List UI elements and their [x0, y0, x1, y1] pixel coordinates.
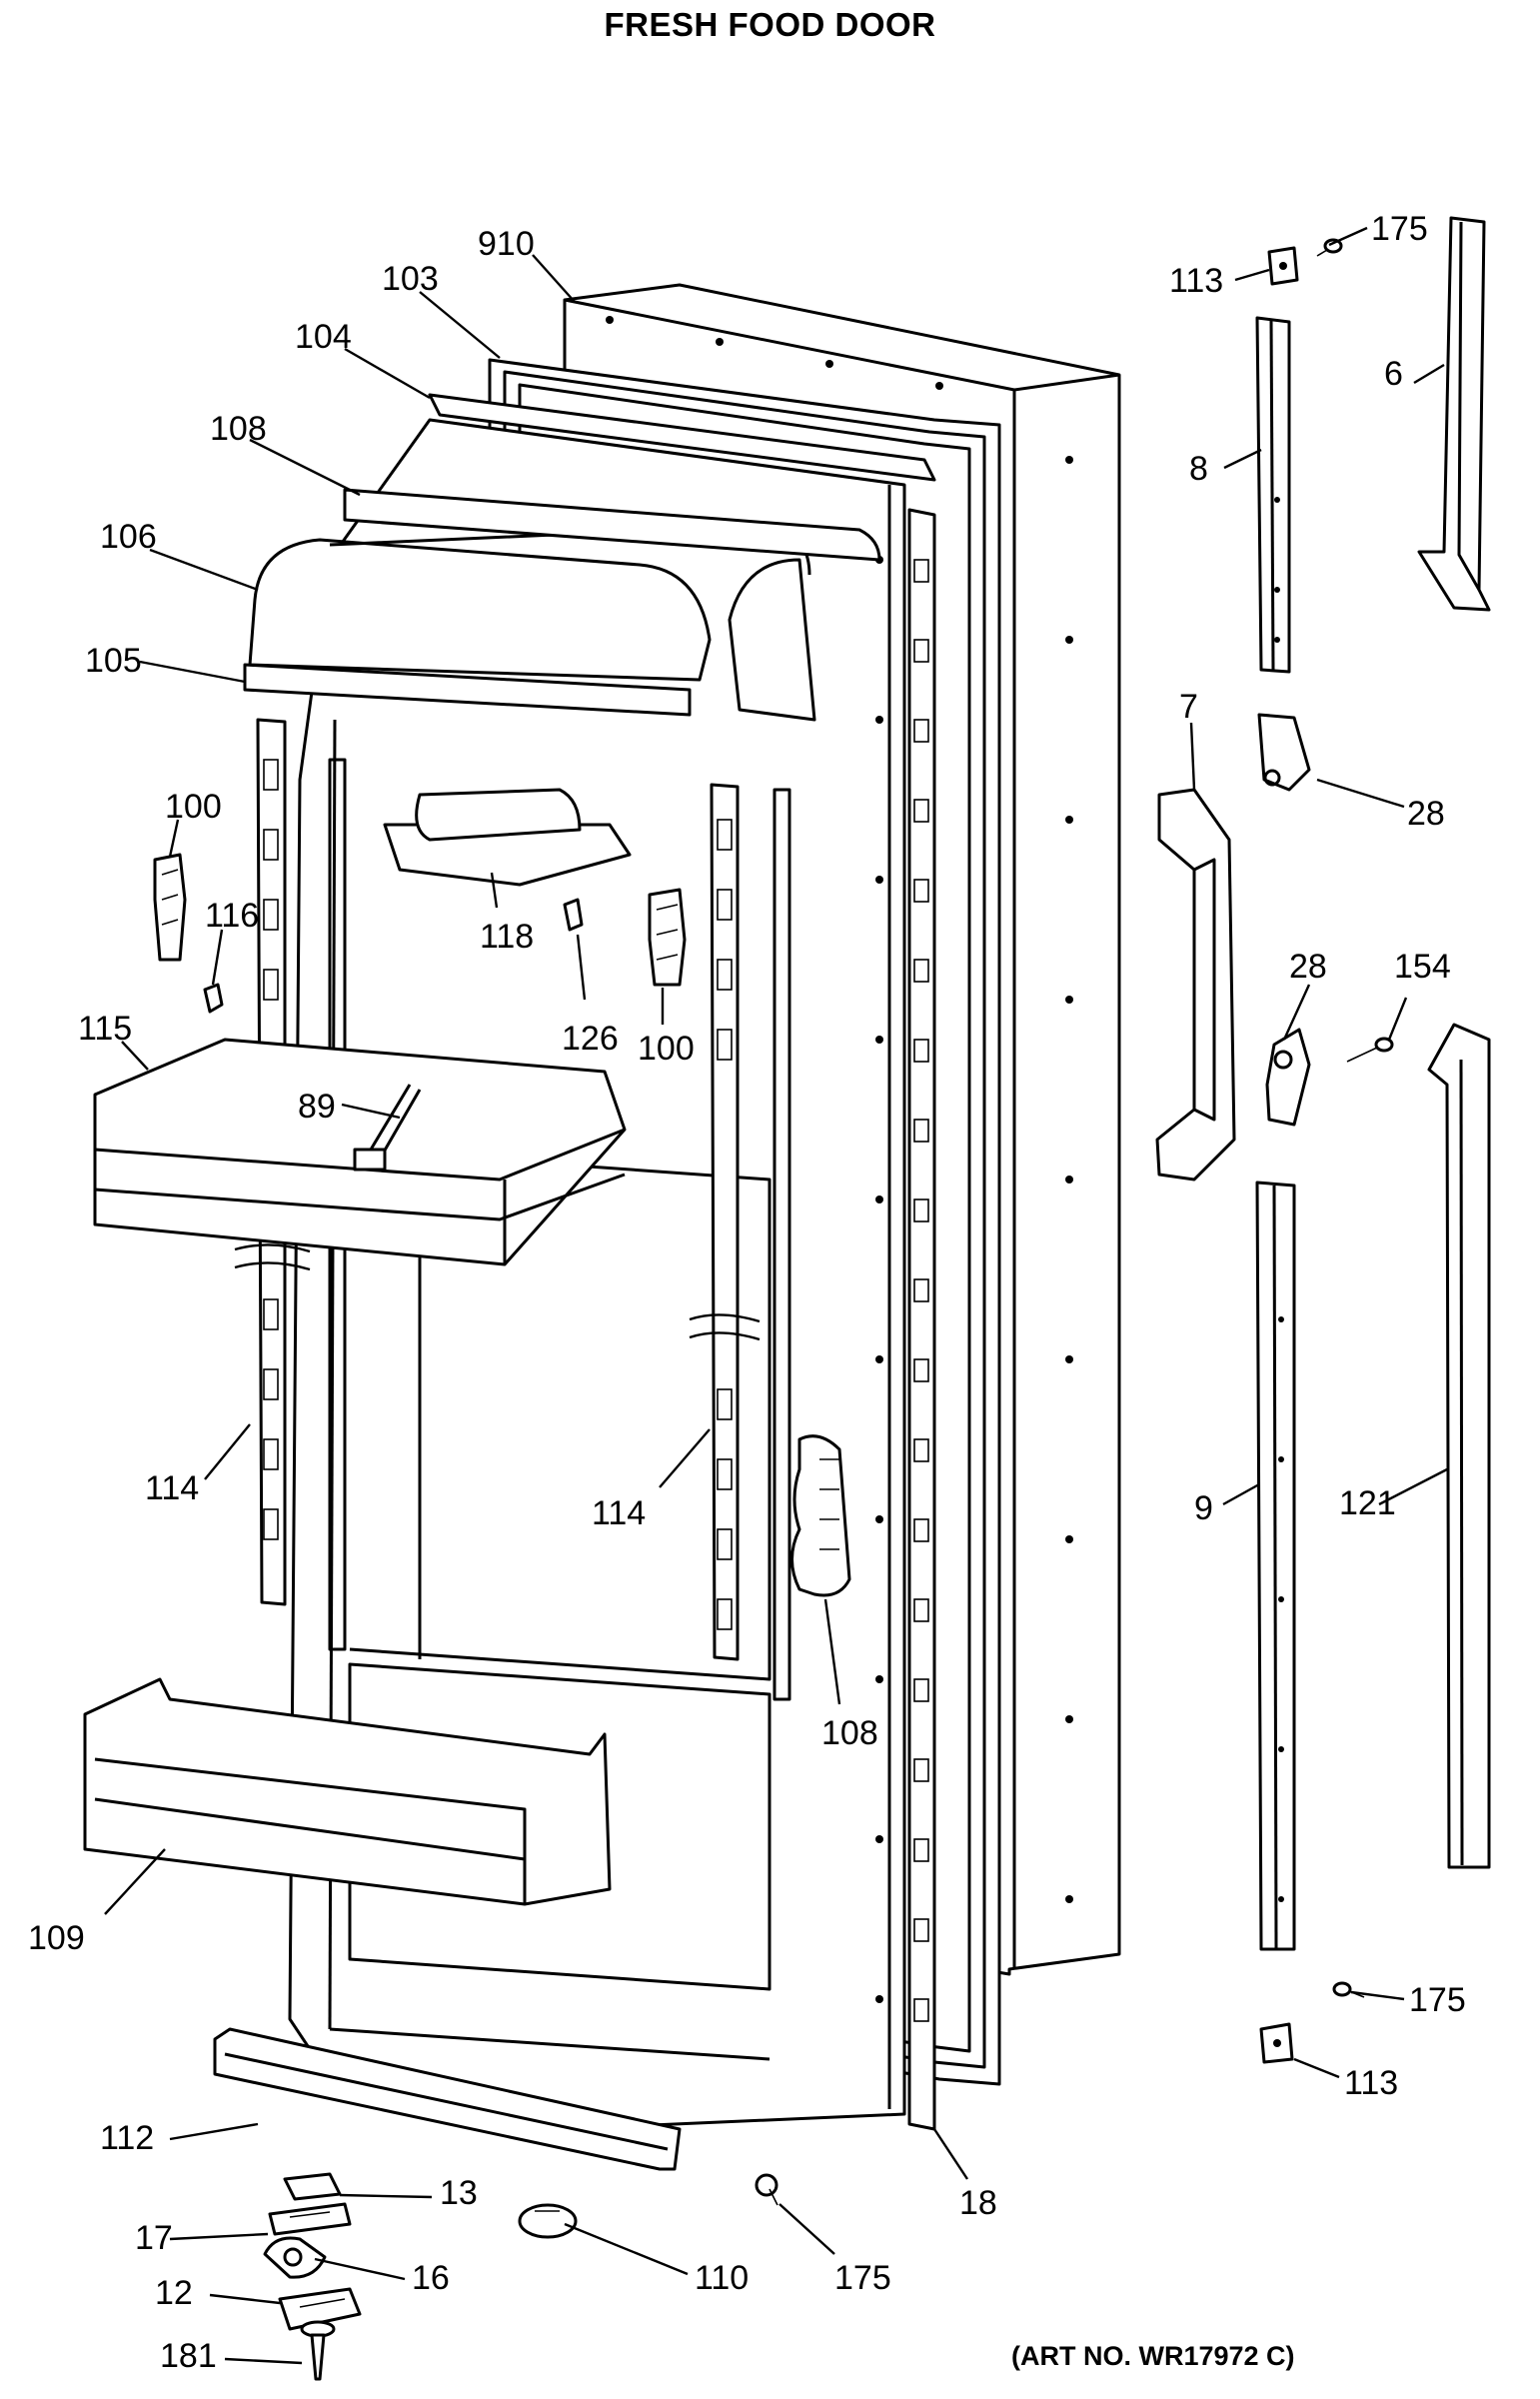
bottom-trim — [213, 2027, 682, 2171]
channel-9 — [1255, 1181, 1296, 1951]
hinge-12 — [278, 2287, 362, 2331]
callout-6: 6 — [1384, 355, 1403, 393]
callout-154: 154 — [1394, 948, 1451, 986]
door-shelf-bin — [93, 1038, 627, 1266]
callout-175-right: 175 — [1409, 1981, 1466, 2019]
callout-118: 118 — [480, 918, 534, 956]
callout-115: 115 — [78, 1010, 132, 1048]
callout-181: 181 — [160, 2337, 217, 2375]
callout-labels: 910 103 104 108 106 105 100 116 115 118 … — [28, 210, 1466, 2375]
callout-89: 89 — [298, 1088, 336, 1126]
callout-9: 9 — [1194, 1489, 1213, 1527]
door-stop-110 — [518, 2203, 578, 2239]
callout-113-bottom: 113 — [1344, 2064, 1398, 2102]
callout-109: 109 — [28, 1919, 85, 1957]
callout-104: 104 — [295, 318, 352, 356]
callout-28-upper: 28 — [1407, 795, 1445, 833]
callout-12: 12 — [155, 2274, 193, 2312]
handle-trim-6 — [1417, 216, 1491, 612]
hinge-28-lower — [1265, 1028, 1311, 1127]
handle-trim-121 — [1427, 1023, 1491, 1869]
callout-175-top: 175 — [1371, 210, 1428, 248]
callout-121: 121 — [1339, 1484, 1396, 1522]
callout-110: 110 — [695, 2259, 749, 2297]
shelf-support-clip-right — [648, 888, 687, 987]
art-number-caption: (ART NO. WR17972 C) — [1011, 2341, 1295, 2371]
callout-175-bottom: 175 — [834, 2259, 891, 2297]
channel-8 — [1255, 316, 1291, 674]
butter-compartment — [383, 788, 632, 887]
callout-126: 126 — [562, 1020, 619, 1058]
callout-108-side: 108 — [821, 1714, 878, 1752]
screw-175-top — [1316, 238, 1343, 257]
callout-106: 106 — [100, 518, 157, 556]
callout-13: 13 — [440, 2174, 478, 2212]
hinge-bracket-113-top — [1267, 246, 1299, 286]
callout-114-left: 114 — [145, 1469, 199, 1507]
callout-112: 112 — [100, 2119, 154, 2157]
bearing-16 — [263, 2236, 327, 2279]
break-marks — [234, 1243, 761, 1341]
callout-18: 18 — [959, 2184, 997, 2222]
leader-lines — [104, 226, 1448, 2365]
screw-181 — [300, 2320, 336, 2381]
callout-105: 105 — [85, 642, 142, 680]
small-part-116 — [203, 983, 224, 1014]
callout-7: 7 — [1179, 688, 1198, 726]
callout-17: 17 — [135, 2219, 173, 2257]
door-handle-7 — [1155, 788, 1236, 1182]
small-part-126 — [563, 898, 584, 932]
screw-175-bottom — [755, 2173, 778, 2206]
callout-116: 116 — [205, 897, 259, 935]
hinge-bracket-113-bottom — [1259, 2022, 1294, 2064]
callout-100-right: 100 — [638, 1030, 695, 1068]
callout-8: 8 — [1189, 450, 1208, 488]
shelf-rail-right — [710, 783, 791, 1701]
shim-17 — [268, 2202, 352, 2236]
callout-113-top: 113 — [1169, 262, 1223, 300]
door-bin-lower — [83, 1677, 612, 1906]
callout-28-lower: 28 — [1289, 948, 1327, 986]
callout-103: 103 — [382, 260, 439, 298]
diagram-title: FRESH FOOD DOOR — [604, 6, 936, 43]
callout-100-left: 100 — [165, 788, 222, 826]
callout-108-top: 108 — [210, 410, 267, 448]
hinge-cover-top — [428, 393, 936, 482]
screw-154 — [1346, 1037, 1394, 1063]
screw-175-right — [1332, 1981, 1365, 1998]
dairy-compartment-frame — [343, 488, 881, 562]
hinge-plate-13 — [283, 2172, 342, 2201]
shelf-support-strip — [790, 1434, 851, 1597]
callout-16: 16 — [412, 2259, 450, 2297]
shelf-support-clip-left — [153, 853, 187, 962]
hinge-28-upper — [1257, 713, 1311, 792]
callout-114-right: 114 — [592, 1494, 646, 1532]
door-trim-strip — [907, 508, 936, 2131]
callout-910: 910 — [478, 225, 535, 263]
